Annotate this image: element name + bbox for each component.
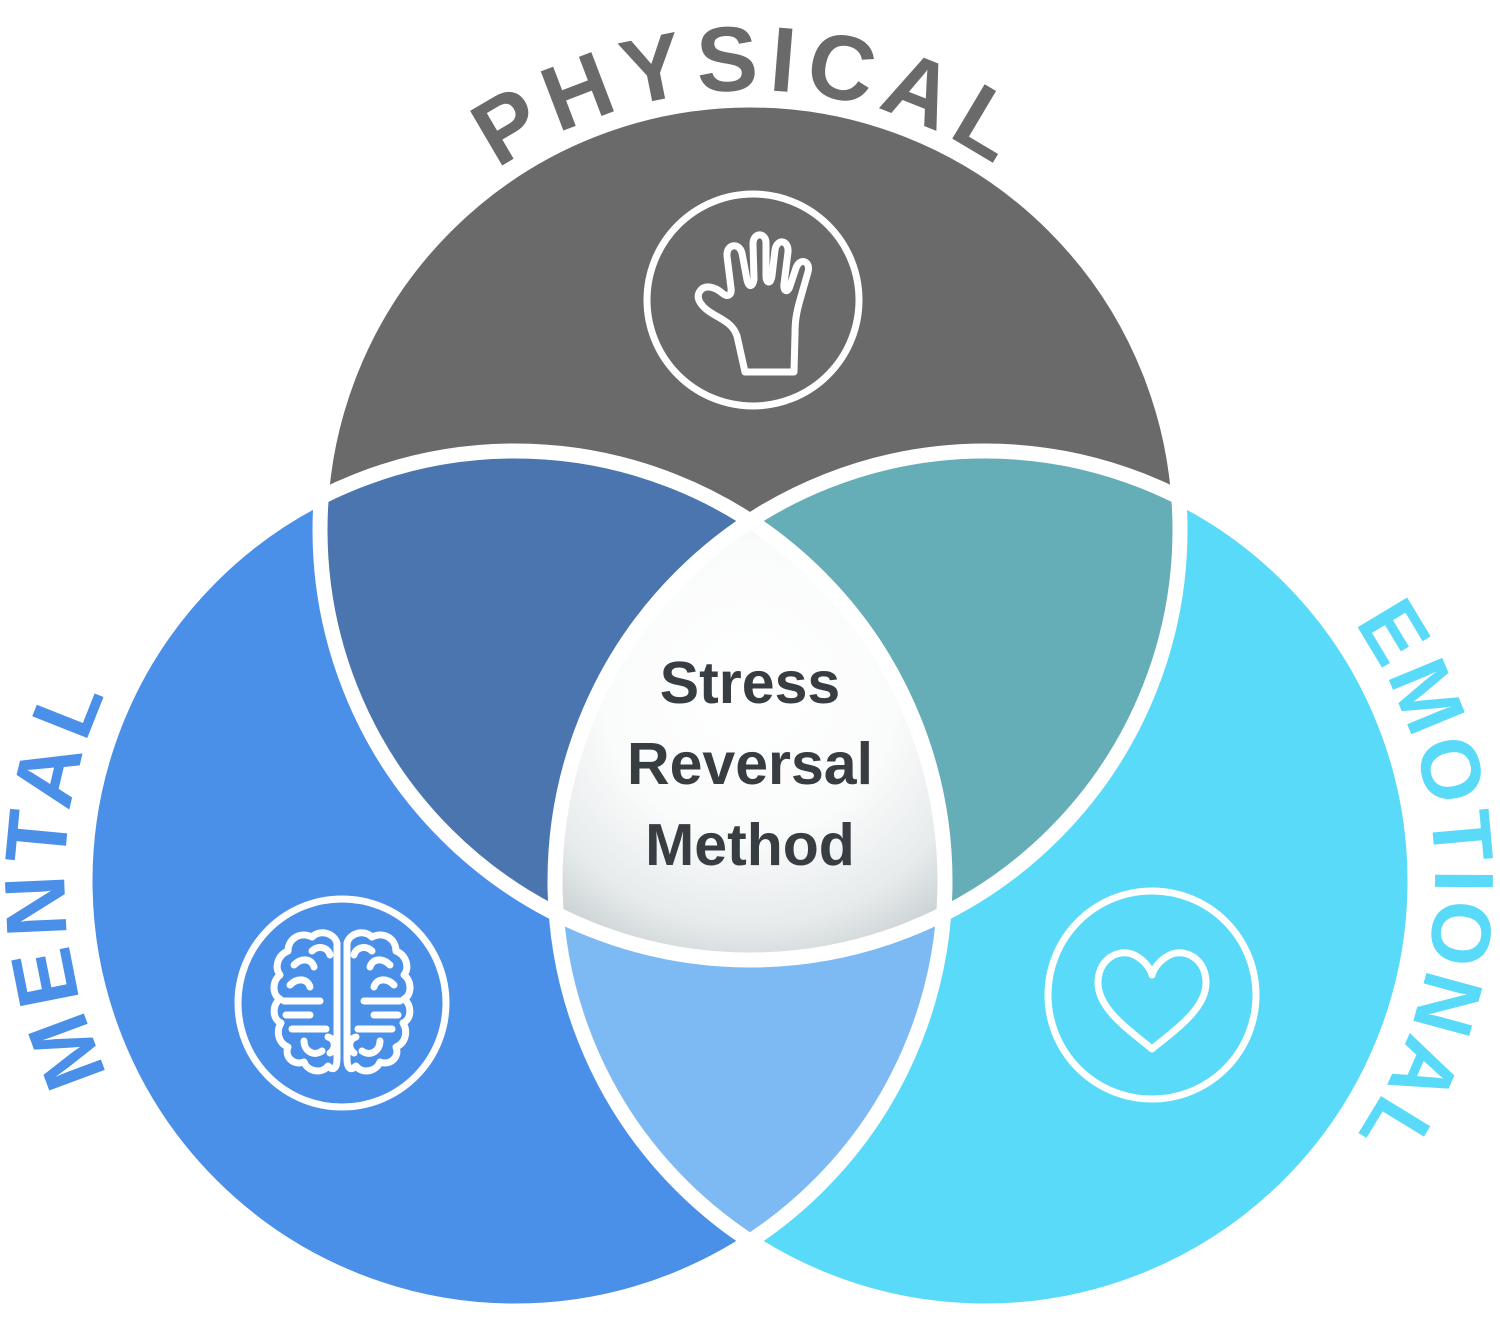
brain-icon: [234, 895, 450, 1111]
center-intersection: [555, 451, 945, 960]
brain-icon-ring: [234, 895, 450, 1111]
heart-icon-ring: [1044, 887, 1260, 1103]
mental-circle-outline: [77, 443, 953, 1319]
emotional-circle-outline: [547, 443, 1423, 1319]
hand-icon: [643, 190, 863, 410]
center-title: Stress Reversal Method: [627, 650, 873, 878]
center-title-line3: Method: [645, 812, 855, 878]
hand-icon-glyph: [694, 231, 812, 376]
heart-icon-glyph: [1094, 949, 1210, 1053]
heart-icon: [1044, 887, 1260, 1103]
center-title-line1: Stress: [660, 650, 840, 716]
hand-icon-ring: [643, 190, 863, 410]
center-title-line2: Reversal: [627, 731, 873, 797]
physical-circle-outline: [312, 92, 1188, 968]
